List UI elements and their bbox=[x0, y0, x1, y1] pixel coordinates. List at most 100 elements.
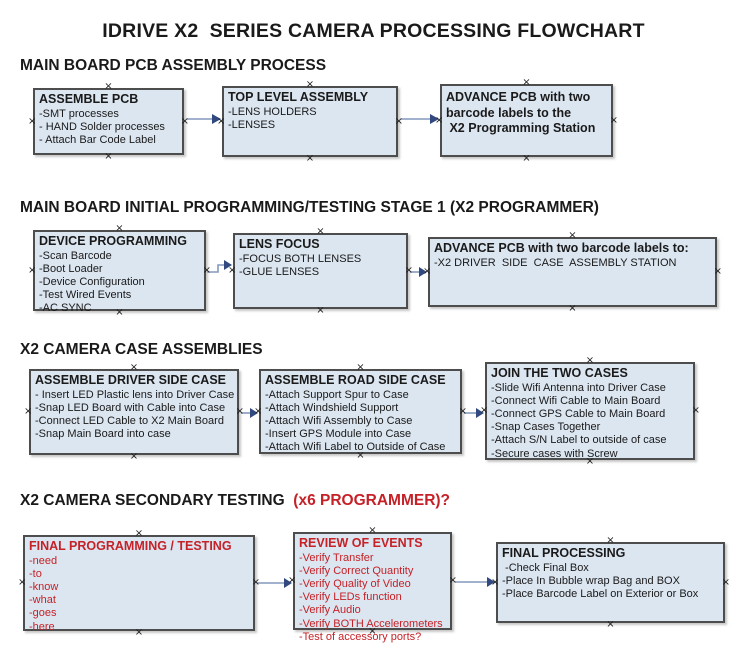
box-title: ASSEMBLE PCB bbox=[39, 92, 139, 106]
box-item: -Verify BOTH Accelerometers bbox=[299, 617, 443, 630]
connector-handle-icon: × bbox=[28, 115, 37, 127]
box-item: -Insert GPS Module into Case bbox=[265, 428, 412, 441]
box-title: JOIN THE TWO CASES bbox=[491, 366, 628, 380]
box-item: -Scan Barcode bbox=[39, 249, 112, 262]
box-item: -Attach Wifi Label to Outside of Case bbox=[265, 441, 446, 454]
connector-handle-icon: × bbox=[134, 528, 144, 539]
box-item: -AC SYNC bbox=[39, 302, 92, 315]
box-item: -Boot Loader bbox=[39, 262, 103, 275]
flow-box-assemble-driver-side-case: ASSEMBLE DRIVER SIDE CASE - Insert LED P… bbox=[24, 363, 244, 462]
box-item: - HAND Solder processes bbox=[39, 120, 165, 133]
box-item: -Verify Transfer bbox=[299, 551, 374, 564]
box-item: -Test Wired Events bbox=[39, 289, 132, 302]
connector-handle-icon: × bbox=[691, 405, 700, 416]
connector-handle-icon: × bbox=[404, 265, 413, 276]
flow-box-final-processing: FINAL PROCESSING -Check Final Box -Place… bbox=[491, 536, 730, 630]
section-heading-initial-programming: MAIN BOARD INITIAL PROGRAMMING/TESTING S… bbox=[20, 199, 599, 217]
box-title: ASSEMBLE ROAD SIDE CASE bbox=[265, 373, 446, 387]
connector-handle-icon: × bbox=[606, 619, 615, 630]
flow-arrow bbox=[401, 114, 439, 124]
connector-handle-icon: × bbox=[305, 153, 315, 164]
connector-handle-icon: × bbox=[606, 535, 615, 546]
box-title: FINAL PROGRAMMING / TESTING bbox=[29, 539, 232, 553]
flow-box-advance-pcb-case-assembly: ADVANCE PCB with two barcode labels to: … bbox=[423, 231, 722, 314]
box-item: -LENSES bbox=[228, 118, 276, 131]
box-item: -here bbox=[29, 620, 55, 633]
connector-handle-icon: × bbox=[217, 115, 226, 127]
box-item: -know bbox=[29, 580, 59, 593]
section-heading-pcb-assembly: MAIN BOARD PCB ASSEMBLY PROCESS bbox=[20, 57, 326, 75]
connector-handle-icon: × bbox=[609, 114, 618, 126]
box-item: -goes bbox=[29, 607, 57, 620]
flow-box-final-programming-testing: FINAL PROGRAMMING / TESTING -need -to -k… bbox=[18, 529, 260, 638]
flow-box-advance-pcb-programming-station: ADVANCE PCB with two barcode labels to t… bbox=[435, 78, 618, 164]
connector-handle-icon: × bbox=[368, 525, 377, 536]
connector-handle-icon: × bbox=[585, 355, 595, 366]
box-item: -Snap LED Board with Cable into Case bbox=[35, 401, 226, 414]
box-item: -Verify Quality of Video bbox=[299, 577, 411, 590]
flow-arrow bbox=[464, 408, 484, 418]
box-item: -what bbox=[29, 594, 56, 607]
box-title-line: ADVANCE PCB with two bbox=[446, 90, 591, 104]
connector-handle-icon: × bbox=[423, 266, 432, 277]
heading-text: X2 CAMERA SECONDARY TESTING bbox=[20, 492, 294, 509]
connector-handle-icon: × bbox=[721, 576, 730, 588]
connector-handle-icon: × bbox=[522, 77, 531, 88]
connector-handle-icon: × bbox=[18, 577, 27, 588]
connector-handle-icon: × bbox=[491, 576, 500, 588]
section-heading-secondary-testing: X2 CAMERA SECONDARY TESTING (x6 PROGRAMM… bbox=[20, 492, 450, 510]
connector-handle-icon: × bbox=[305, 79, 315, 90]
connector-handle-icon: × bbox=[356, 362, 365, 373]
flow-box-top-level-assembly: TOP LEVEL ASSEMBLY -LENS HOLDERS -LENSES… bbox=[217, 80, 403, 164]
box-item: -Secure cases with Screw bbox=[491, 447, 618, 460]
connector-handle-icon: × bbox=[316, 226, 325, 237]
connector-handle-icon: × bbox=[104, 151, 113, 162]
box-item: -FOCUS BOTH LENSES bbox=[239, 252, 362, 265]
connector-handle-icon: × bbox=[448, 575, 457, 586]
connector-handle-icon: × bbox=[288, 575, 297, 586]
box-item: -SMT processes bbox=[39, 107, 119, 120]
connector-handle-icon: × bbox=[104, 81, 113, 92]
box-item: -Check Final Box bbox=[502, 561, 589, 574]
box-title: ADVANCE PCB with two barcode labels to: bbox=[434, 241, 689, 255]
connector-handle-icon: × bbox=[24, 406, 33, 417]
section-heading-case-assemblies: X2 CAMERA CASE ASSEMBLIES bbox=[20, 341, 263, 359]
box-item: -LENS HOLDERS bbox=[228, 105, 317, 118]
flow-arrow bbox=[410, 267, 427, 277]
connector-handle-icon: × bbox=[568, 303, 577, 314]
connector-handle-icon: × bbox=[316, 305, 325, 316]
connector-handle-icon: × bbox=[235, 406, 244, 417]
box-item: -Attach S/N Label to outside of case bbox=[491, 434, 667, 447]
flow-arrow bbox=[257, 578, 292, 588]
box-item: -Connect GPS Cable to Main Board bbox=[491, 407, 666, 420]
connector-handle-icon: × bbox=[713, 266, 722, 277]
box-title: TOP LEVEL ASSEMBLY bbox=[228, 90, 369, 104]
connector-handle-icon: × bbox=[568, 230, 577, 241]
box-item: - Insert LED Plastic lens into Driver Ca… bbox=[35, 388, 235, 401]
connector-handle-icon: × bbox=[480, 405, 489, 416]
box-item: -Place In Bubble wrap Bag and BOX bbox=[502, 574, 680, 587]
box-item: -X2 DRIVER SIDE CASE ASSEMBLY STATION bbox=[434, 256, 677, 269]
heading-text: MAIN BOARD PCB ASSEMBLY PROCESS bbox=[20, 57, 327, 74]
box-item: -GLUE LENSES bbox=[239, 265, 320, 278]
box-item: -Attach Support Spur to Case bbox=[265, 388, 409, 401]
flow-arrow bbox=[207, 260, 232, 273]
box-title: LENS FOCUS bbox=[239, 237, 320, 251]
box-item: -Attach Windshield Support bbox=[265, 401, 399, 414]
connector-handle-icon: × bbox=[458, 405, 467, 417]
flow-box-review-of-events: REVIEW OF EVENTS -Verify Transfer -Verif… bbox=[288, 526, 457, 643]
flow-box-join-the-two-cases: JOIN THE TWO CASES -Slide Wifi Antenna i… bbox=[480, 356, 700, 467]
box-title-line: barcode labels to the bbox=[446, 105, 572, 120]
flow-arrow bbox=[187, 114, 221, 124]
connector-handle-icon: × bbox=[251, 577, 260, 588]
box-item: -Verify Audio bbox=[299, 604, 361, 617]
connector-handle-icon: × bbox=[180, 115, 189, 127]
box-item: -Verify LEDs function bbox=[299, 591, 402, 604]
flow-box-device-programming: DEVICE PROGRAMMING -Scan Barcode -Boot L… bbox=[28, 224, 211, 318]
box-item: -Device Configuration bbox=[39, 275, 145, 288]
connector-handle-icon: × bbox=[228, 265, 237, 276]
box-item: -Connect LED Cable to X2 Main Board bbox=[35, 414, 224, 427]
box-title: ASSEMBLE DRIVER SIDE CASE bbox=[35, 373, 227, 387]
box-item: -Connect Wifi Cable to Main Board bbox=[491, 394, 661, 407]
